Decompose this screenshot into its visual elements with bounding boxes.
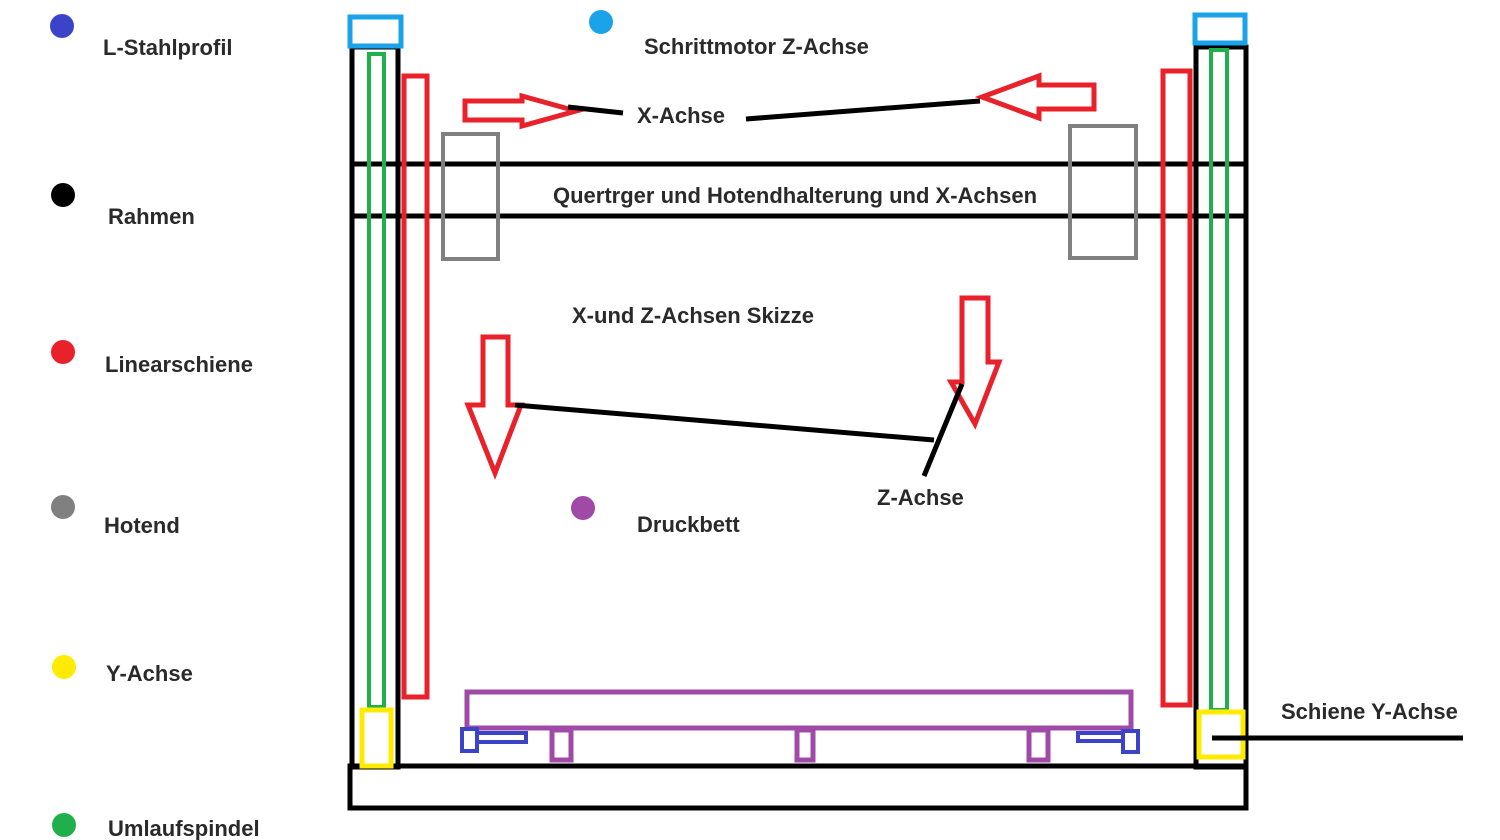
frame-right-post (1193, 44, 1249, 770)
legend-dot-y-achse (52, 655, 76, 679)
frame-left-post (349, 44, 401, 770)
spindle-right (1209, 48, 1229, 712)
legend-item-rahmen: Rahmen (51, 183, 195, 229)
stepper-motors (347, 12, 1248, 49)
linear-rail-right (1160, 68, 1193, 708)
label-z-achse: Z-Achse (877, 485, 964, 510)
y-axis-block-right (1196, 709, 1246, 760)
legend-item-umlaufspindel: Umlaufspindel (52, 813, 260, 840)
legend-label-y-achse: Y-Achse (106, 661, 193, 686)
l-steel-right-flange (1076, 731, 1125, 743)
leader-z-diagonal (514, 402, 935, 443)
l-steel-right-upright (1121, 729, 1140, 754)
label-sketch-title: X-und Z-Achsen Skizze (572, 303, 814, 328)
frame-base (347, 763, 1249, 811)
leader-z-up (921, 383, 965, 477)
legend-dot-rahmen (51, 183, 75, 207)
legend-dot-hotend (51, 495, 75, 519)
hotends (441, 124, 1138, 261)
legend-dot-schrittmotor (589, 10, 613, 34)
print-bed-plate (464, 689, 1134, 731)
print-bed-leg-2 (794, 727, 816, 763)
x-axis-arrow-right (462, 92, 586, 130)
frame (347, 44, 1249, 811)
l-steel-left-flange (475, 731, 528, 744)
legend-label-hotend: Hotend (104, 513, 180, 538)
print-bed (464, 689, 1134, 763)
stepper-motor-left (347, 14, 404, 49)
legend-item-schrittmotor: Schrittmotor Z-Achse (589, 10, 869, 59)
legend-dot-linearschiene (51, 340, 75, 364)
arrows (462, 72, 1097, 480)
print-bed-leg-3 (1026, 727, 1051, 763)
diagram-labels: X-Achse Quertrger und Hotendhalterung un… (553, 103, 1458, 724)
legend-label-umlaufspindel: Umlaufspindel (108, 816, 260, 840)
linear-rail-left (401, 73, 430, 700)
label-x-achse: X-Achse (637, 103, 725, 128)
legend-item-l-stahlprofil: L-Stahlprofil (50, 14, 233, 60)
legend-item-y-achse: Y-Achse (52, 655, 193, 686)
legend-item-druckbett: Druckbett (571, 496, 740, 537)
legend-dot-druckbett (571, 496, 595, 520)
stepper-motor-right (1192, 12, 1248, 46)
label-crossbeam: Quertrger und Hotendhalterung und X-Achs… (553, 183, 1037, 208)
legend-label-linearschiene: Linearschiene (105, 352, 253, 377)
leader-x-right (745, 98, 981, 122)
label-schiene-y-achse: Schiene Y-Achse (1281, 699, 1458, 724)
print-bed-leg-1 (549, 727, 574, 763)
legend-label-l-stahlprofil: L-Stahlprofil (103, 35, 233, 60)
legend-label-schrittmotor: Schrittmotor Z-Achse (644, 34, 869, 59)
spindle-left (367, 52, 386, 709)
legend-item-linearschiene: Linearschiene (51, 340, 253, 377)
legend-item-hotend: Hotend (51, 495, 180, 538)
hotend-right (1068, 124, 1138, 260)
l-steel-left-upright (460, 727, 479, 753)
legend: L-Stahlprofil Rahmen Linearschiene Hoten… (50, 10, 869, 840)
leader-x-left (567, 104, 624, 116)
leader-lines (514, 98, 1463, 741)
legend-label-druckbett: Druckbett (637, 512, 740, 537)
legend-dot-l-stahlprofil (50, 14, 74, 38)
legend-label-rahmen: Rahmen (108, 204, 195, 229)
legend-dot-umlaufspindel (52, 813, 76, 837)
z-axis-arrow-right (946, 295, 1003, 430)
z-axis-arrow-left (464, 334, 525, 480)
l-steel-profiles (460, 727, 1140, 754)
y-axis-blocks (359, 707, 1246, 769)
y-axis-block-left (359, 707, 394, 769)
hotend-left (441, 132, 500, 261)
x-axis-arrow-left (974, 72, 1097, 122)
linear-rails (401, 68, 1193, 708)
